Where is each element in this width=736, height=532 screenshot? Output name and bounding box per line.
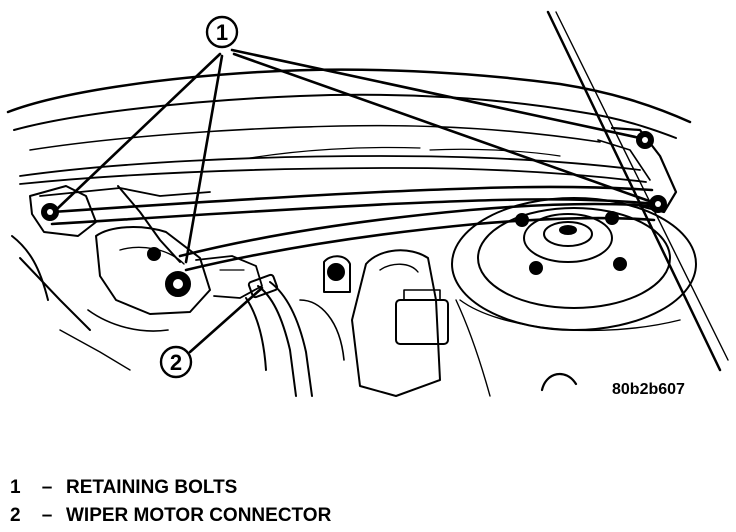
wiper-linkage	[50, 126, 678, 272]
legend-text: WIPER MOTOR CONNECTOR	[66, 505, 332, 526]
legend-row: 2 – WIPER MOTOR CONNECTOR	[10, 502, 710, 530]
left-pivot-bracket	[11, 185, 97, 331]
legend-text: RETAINING BOLTS	[66, 477, 238, 498]
wiper-motor	[59, 226, 263, 371]
callout-2	[159, 345, 193, 379]
leader-1-to-motor-bolt	[184, 54, 224, 264]
leader-1-to-lower-right-bolt	[232, 52, 654, 204]
legend-number: 1	[10, 477, 21, 498]
legend-number: 2	[10, 505, 21, 526]
engine-components	[299, 249, 578, 397]
leader-1-to-upper-right-bolt	[230, 48, 642, 140]
callout-1	[205, 15, 239, 49]
hood-outline	[6, 10, 729, 372]
leader-1-to-left-pivot	[56, 52, 222, 210]
callout-leaders	[56, 48, 654, 354]
legend-dash: –	[41, 477, 53, 498]
callout-1-number: 1	[216, 20, 228, 45]
legend: 1 – RETAINING BOLTS 2 – WIPER MOTOR CONN…	[10, 474, 710, 530]
right-pivot-bolts	[636, 131, 667, 213]
wiper-linkage-diagram: 1 2 80b2b607	[6, 10, 729, 398]
callout-2-number: 2	[170, 350, 182, 375]
wiper-motor-connector	[245, 273, 313, 397]
legend-row: 1 – RETAINING BOLTS	[10, 474, 710, 502]
figure-code: 80b2b607	[612, 381, 685, 398]
leader-2-to-connector	[188, 286, 264, 354]
strut-tower	[451, 197, 697, 332]
legend-dash: –	[41, 505, 53, 526]
